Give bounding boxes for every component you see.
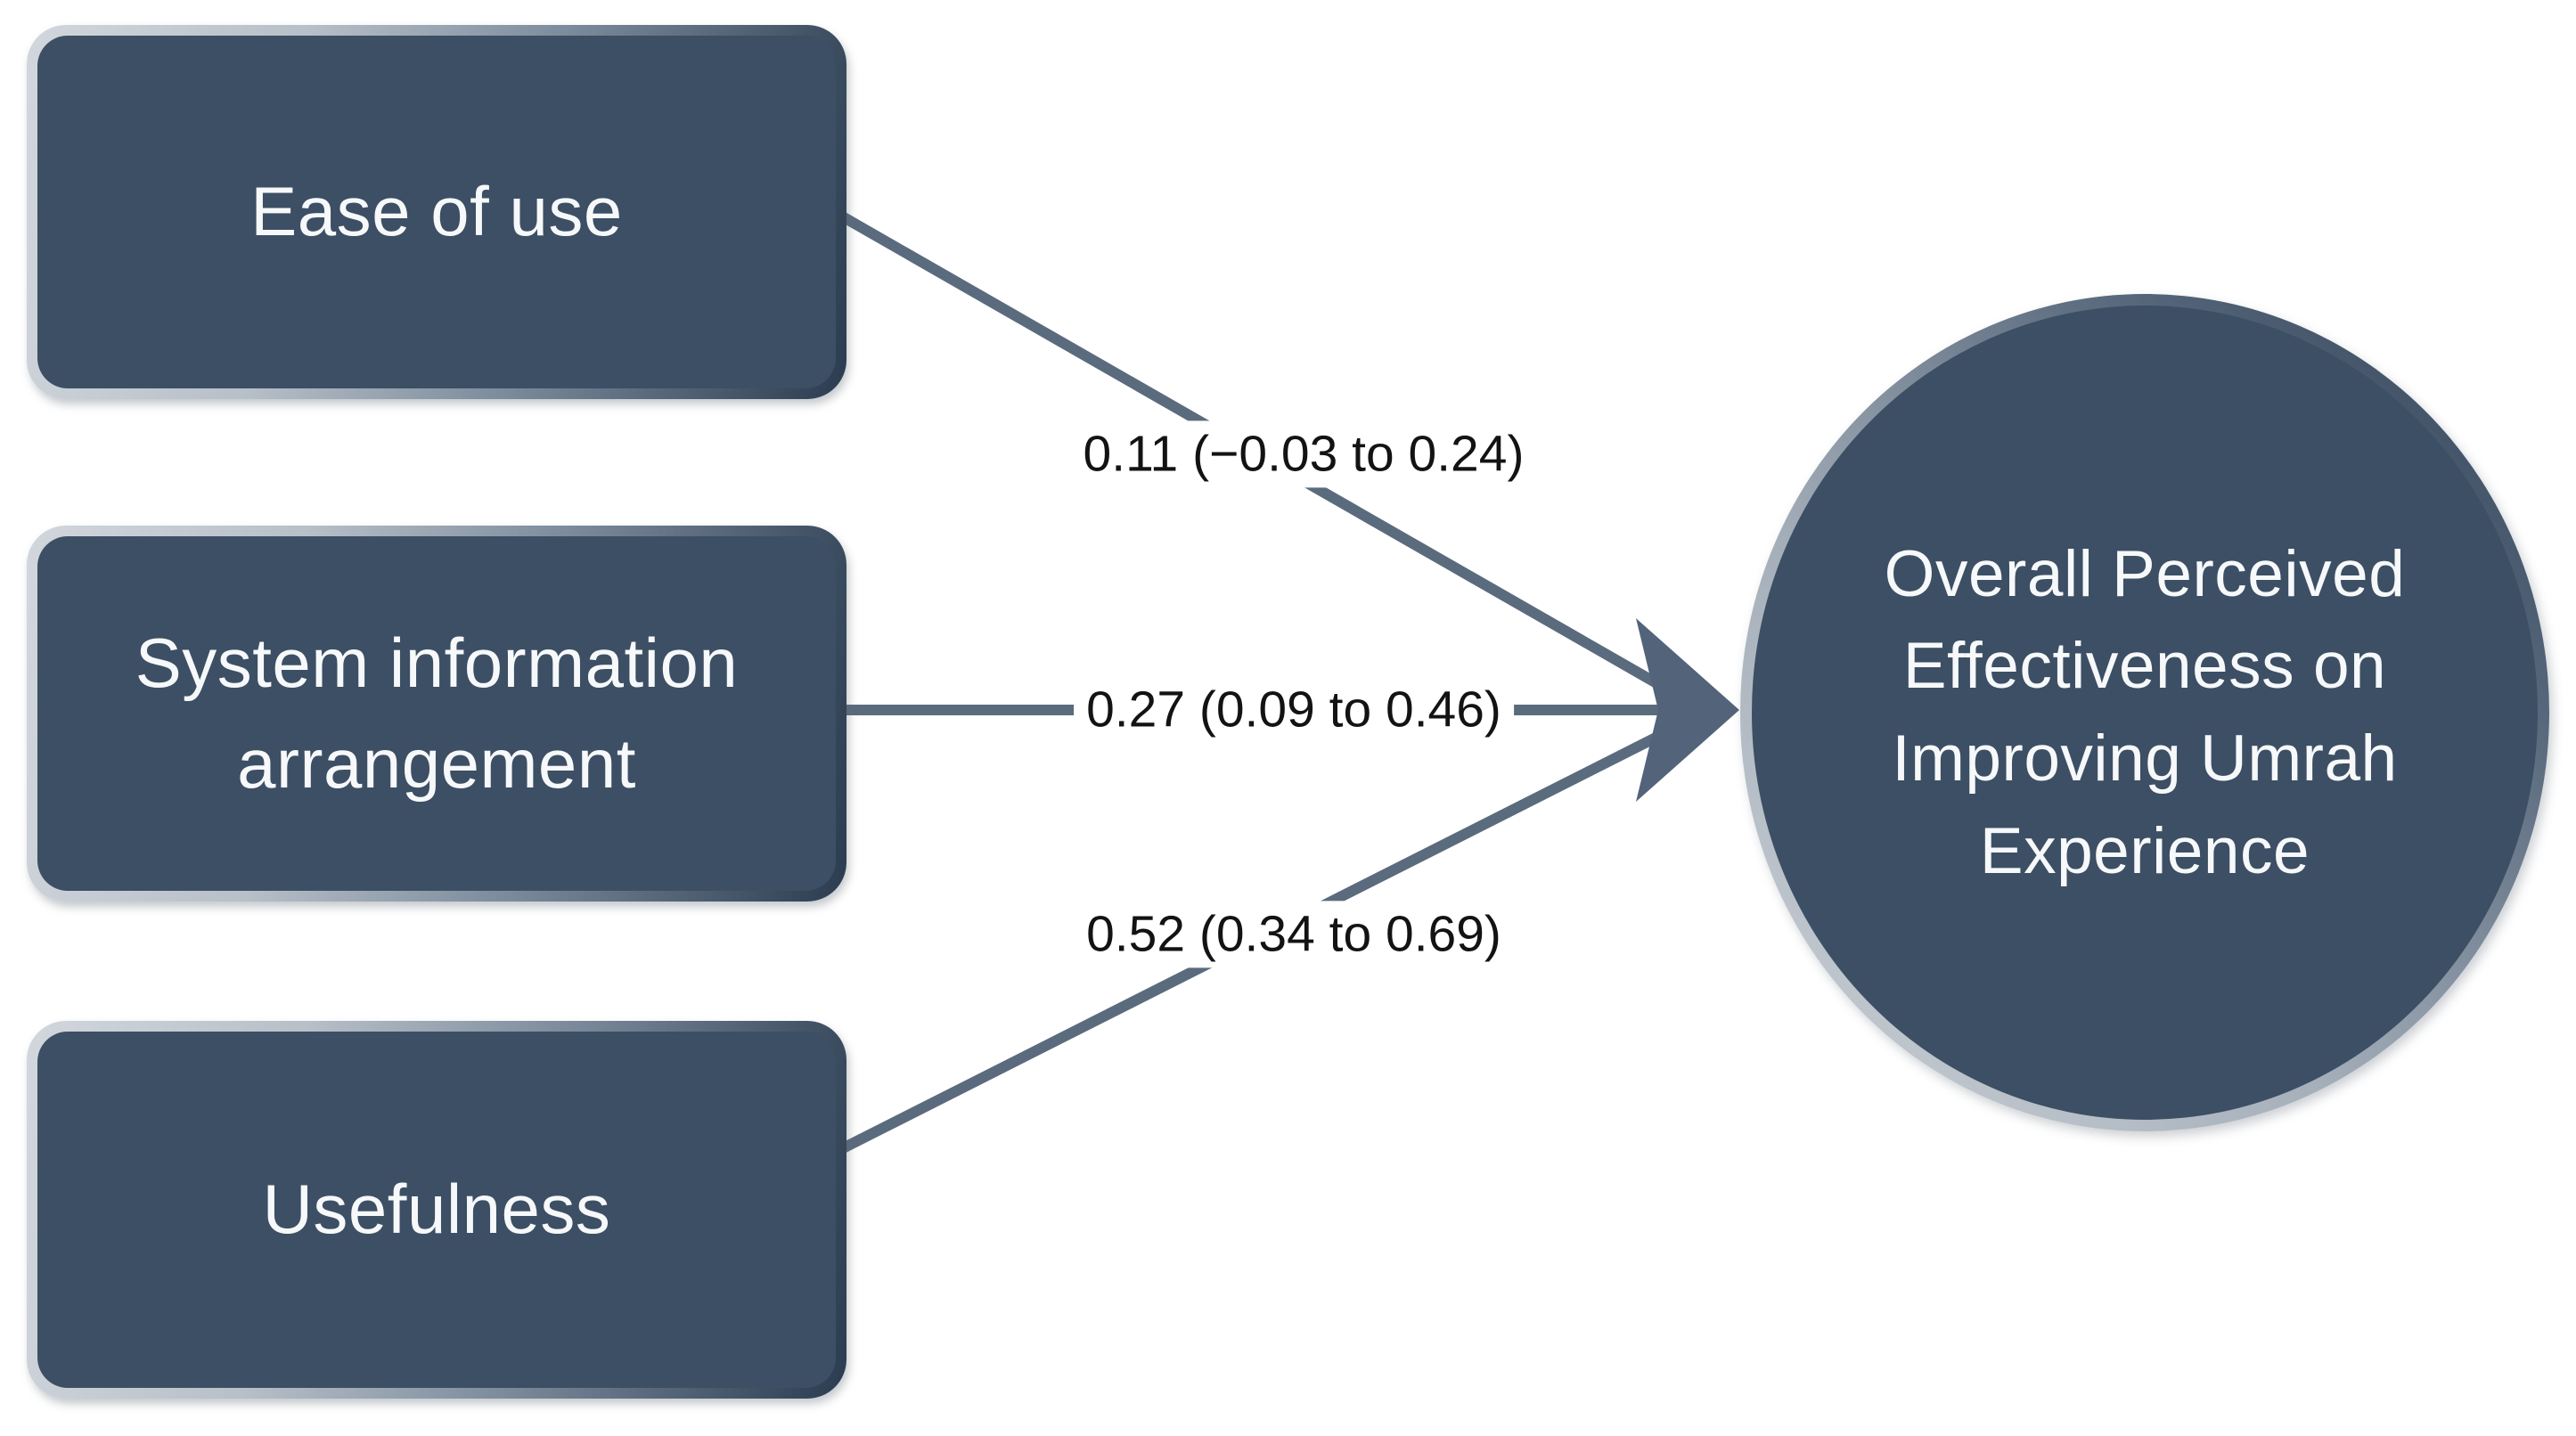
path-label-usefulness: 0.52 (0.34 to 0.69) — [1074, 901, 1514, 968]
node-label-usefulness: Usefulness — [262, 1170, 611, 1249]
path-label-system-information-arrangement: 0.27 (0.09 to 0.46) — [1074, 676, 1514, 744]
path-label-ease-of-use: 0.11 (−0.03 to 0.24) — [1070, 420, 1537, 488]
node-usefulness-body: Usefulness — [37, 1032, 836, 1388]
node-ease-of-use-body: Ease of use — [37, 36, 836, 388]
node-ease-of-use: Ease of use — [27, 25, 846, 399]
node-label-system-information-arrangement: System information arrangement — [135, 623, 739, 803]
arrowhead-icon — [1636, 618, 1739, 802]
node-system-information-arrangement: System information arrangement — [27, 526, 846, 902]
node-usefulness: Usefulness — [27, 1021, 846, 1399]
node-label-outcome: Overall Perceived Effectiveness on Impro… — [1884, 537, 2406, 887]
node-label-ease-of-use: Ease of use — [250, 172, 623, 251]
node-system-information-arrangement-body: System information arrangement — [37, 536, 836, 891]
node-outcome-circle-body: Overall Perceived Effectiveness on Impro… — [1752, 306, 2538, 1120]
node-outcome-circle: Overall Perceived Effectiveness on Impro… — [1740, 294, 2549, 1131]
